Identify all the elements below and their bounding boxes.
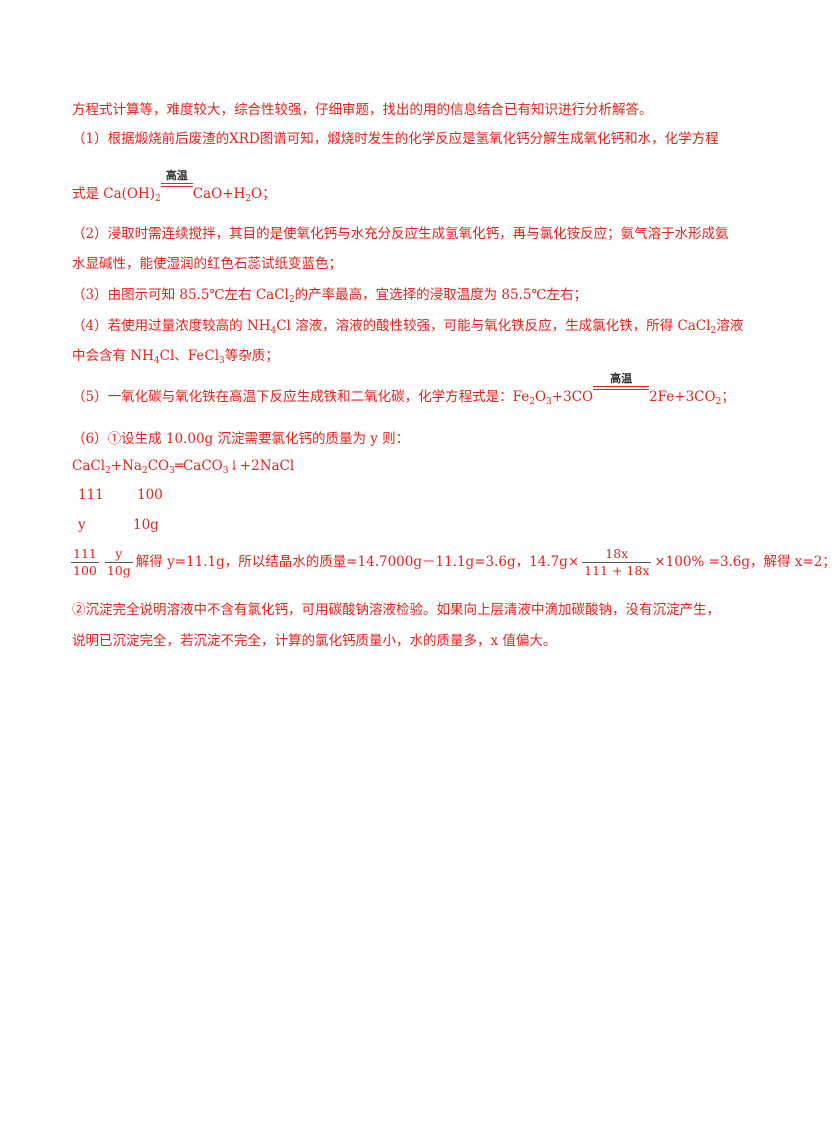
answer-5-line: （5）一氧化碳与氧化铁在高温下反应生成铁和二氧化碳，化学方程式是：Fe2O3+3… [72, 372, 735, 407]
answer-6-line-1: （6）①设生成 10.00g 沉淀需要氯化钙的质量为 y 则： [72, 431, 410, 447]
answer-4-line-2: 中会含有 NH4Cl、FeCl3等杂质； [72, 348, 279, 366]
equation-line: CaCl2+Na2CO3═CaCO3↓+2NaCl [72, 458, 295, 476]
answer-4-line-1: （4）若使用过量浓度较高的 NH4Cl 溶液，溶液的酸性较强，可能与氧化铁反应，… [72, 318, 744, 336]
answer-6-line-3: 说明已沉淀完全，若沉淀不完全，计算的氯化钙质量小，水的质量多，x 值偏大。 [72, 633, 557, 649]
answer-1-line-1: （1）根据煅烧前后废渣的XRD图谱可知，煅烧时发生的化学反应是氢氧化钙分解生成氧… [72, 127, 719, 147]
answer-3-line: （3）由图示可知 85.5℃左右 CaCl2的产率最高，宜选择的浸取温度为 85… [72, 287, 588, 305]
unknown-row: y [78, 517, 86, 533]
answer-2-line-1: （2）浸取时需连续搅拌，其目的是使氧化钙与水充分反应生成氢氧化钙，再与氯化铵反应… [72, 226, 729, 242]
answer-6-line-2: ②沉淀完全说明溶液中不含有氯化钙，可用碳酸钠溶液检验。如果向上层清液中滴加碳酸钠… [72, 602, 720, 618]
molar-mass-row: 111 [78, 487, 104, 503]
molar-mass-row: 100 [137, 487, 163, 503]
answer-2-line-2: 水显碱性，能使湿润的红色石蕊试纸变蓝色； [72, 256, 342, 272]
reaction-condition: 高温 [593, 372, 650, 405]
reaction-condition: 高温 [160, 169, 193, 202]
equals-bar [160, 183, 193, 187]
answer-1-text: （1）根据煅烧前后废渣的XRD图谱可知，煅烧时发生的化学反应是氢氧化钙分解生成氧… [72, 131, 719, 147]
intro-line: 方程式计算等，难度较大，综合性较强，仔细审题，找出的用的信息结合已有知识进行分析… [72, 98, 653, 118]
unknown-row: 10g [133, 517, 159, 533]
equals-bar [593, 386, 650, 390]
intro-text: 方程式计算等，难度较大，综合性较强，仔细审题，找出的用的信息结合已有知识进行分析… [72, 102, 653, 118]
